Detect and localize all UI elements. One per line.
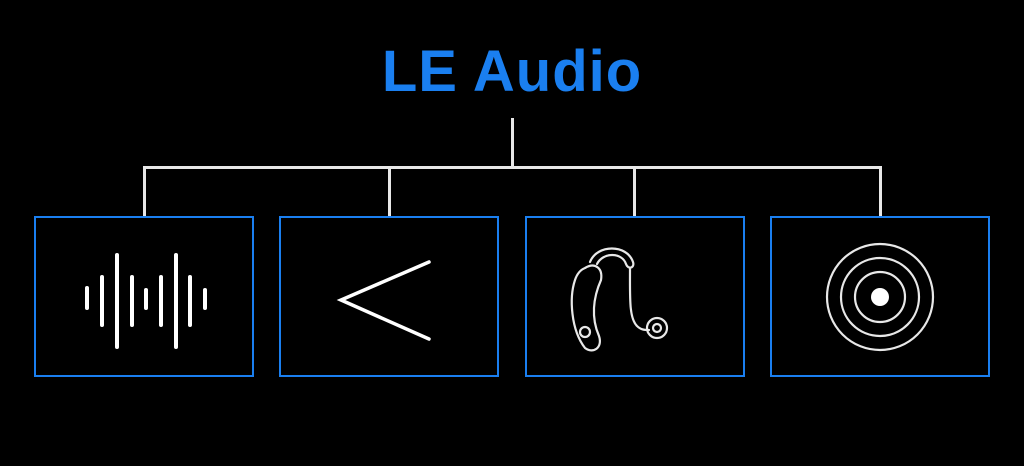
feature-box-chevron (279, 216, 499, 377)
connector-trunk (511, 118, 514, 168)
connector-branch-2 (388, 166, 391, 216)
diagram-title: LE Audio (381, 39, 643, 104)
connector-branch-4 (879, 166, 882, 216)
feature-box-broadcast (770, 216, 990, 377)
feature-box-audio (34, 216, 254, 377)
chevron-left-icon (336, 260, 431, 341)
hearing-aid-icon (570, 247, 669, 352)
connector-branch-1 (143, 166, 146, 216)
audio-waveform-icon (85, 253, 207, 349)
connector-branch-3 (633, 166, 636, 216)
feature-box-hearing-aid (525, 216, 745, 377)
connector-horizontal (143, 166, 882, 169)
broadcast-target-icon (825, 242, 935, 352)
